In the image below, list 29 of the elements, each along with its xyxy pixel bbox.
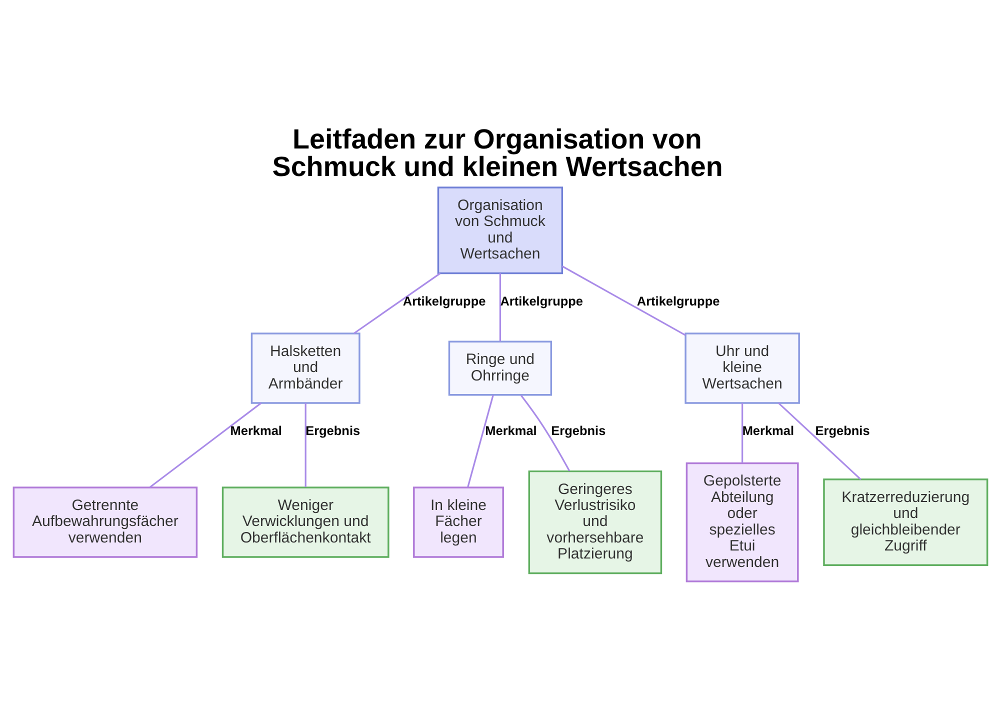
connector (741, 403, 743, 464)
connector (466, 394, 494, 488)
node-box: Getrennte Aufbewahrungsfächer verwenden (12, 486, 198, 558)
connector (353, 272, 440, 334)
connector (561, 266, 686, 336)
edge-label: Merkmal (484, 423, 536, 438)
connector (148, 402, 262, 488)
node-box: Geringeres Verlustrisiko und vorhersehbare Platzierung (528, 470, 662, 574)
edge-label: Merkmal (230, 423, 282, 438)
node-box: Ringe und Ohrringe (448, 340, 552, 396)
node-box: Kratzerreduzierung und gleichbleibender Zugriff (822, 478, 988, 566)
edge-label: Ergebnis (814, 423, 870, 438)
edge-label: Artikelgruppe (402, 293, 486, 308)
connector (520, 394, 570, 472)
node-box: In kleine Fächer legen (412, 486, 504, 558)
node-box: Halsketten und Armbänder (250, 332, 360, 404)
node-box: Organisation von Schmuck und Wertsachen (436, 186, 563, 274)
edge-label: Artikelgruppe (636, 293, 720, 308)
edge-label: Artikelgruppe (500, 293, 583, 308)
node-box: Weniger Verwicklungen und Oberflächenkontakt (221, 486, 389, 558)
connector (498, 273, 501, 342)
node-box: Uhr und kleine Wertsachen (684, 332, 800, 404)
connector (304, 403, 306, 488)
diagram-title: Leitfaden zur Organisation von Schmuck und kleinen Wertsachen (272, 123, 722, 182)
edge-label: Merkmal (742, 423, 794, 438)
node-box: Gepolsterte Abteilung oder spezielles Etui verwenden (685, 462, 798, 582)
edge-label: Ergebnis (305, 423, 360, 438)
connector (778, 402, 861, 480)
edge-label: Ergebnis (550, 423, 606, 438)
